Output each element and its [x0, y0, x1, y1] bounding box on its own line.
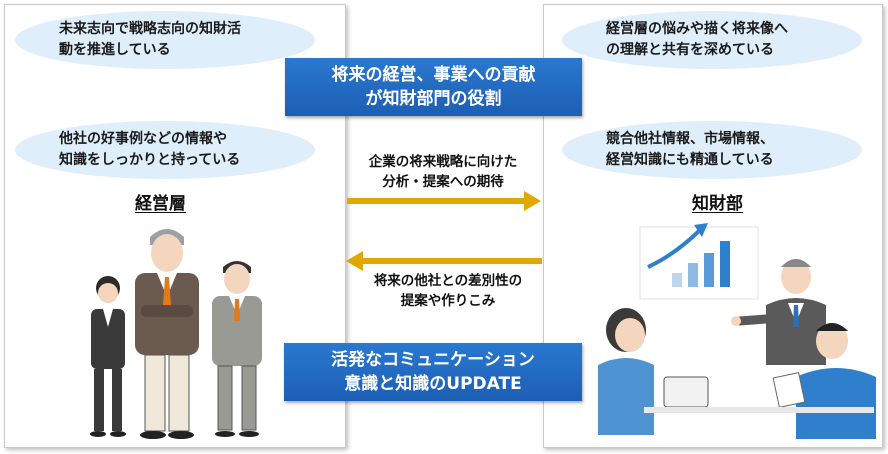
management-bubble-top: 未来志向で戦略志向の知財活 動を推進している — [15, 11, 315, 69]
seated-man-figure — [772, 323, 876, 439]
management-bubble-top-text: 未来志向で戦略志向の知財活 動を推進している — [59, 21, 241, 58]
employee-man-figure — [212, 261, 262, 437]
ip-bubble-top-text: 経営層の悩みや描く将来像へ の理解と共有を深めている — [606, 21, 788, 58]
communication-banner-text: 活発なコミュニケーション 意識と知識のUPDATE — [331, 350, 535, 394]
ip-heading: 知財部 — [692, 194, 743, 214]
presenting-man-figure — [731, 259, 826, 365]
role-banner: 将来の経営、事業への貢献 が知財部門の役割 — [285, 58, 582, 116]
role-banner-text: 将来の経営、事業への貢献 が知財部門の役割 — [331, 65, 536, 109]
expectation-label: 企業の将来戦略に向けた 分析・提案への期待 — [368, 154, 518, 190]
ip-bubble-mid: 競合他社情報、市場情報、 経営知識にも精通している — [562, 121, 862, 179]
arrow-right-icon — [347, 191, 541, 211]
management-bubble-mid-text: 他社の好事例などの情報や 知識をしっかりと持っている — [59, 131, 241, 168]
management-heading: 経営層 — [135, 194, 186, 214]
executive-man-figure — [135, 229, 199, 439]
businesswoman-figure — [90, 276, 126, 437]
executives-illustration — [90, 229, 262, 439]
ip-bubble-mid-text: 競合他社情報、市場情報、 経営知識にも精通している — [606, 131, 774, 168]
ip-bubble-top: 経営層の悩みや描く将来像へ の理解と共有を深めている — [562, 11, 862, 69]
growth-chart-icon — [639, 223, 759, 300]
seated-woman-figure — [598, 308, 709, 435]
differentiation-label: 将来の他社との差別性の 提案や作りこみ — [373, 273, 523, 309]
ip-department-panel: 経営層の悩みや描く将来像へ の理解と共有を深めている 競合他社情報、市場情報、 … — [543, 4, 883, 448]
ip-team-illustration — [598, 223, 876, 439]
management-bubble-mid: 他社の好事例などの情報や 知識をしっかりと持っている — [15, 121, 315, 179]
arrow-left-icon — [346, 251, 542, 271]
communication-banner: 活発なコミュニケーション 意識と知識のUPDATE — [284, 343, 582, 401]
